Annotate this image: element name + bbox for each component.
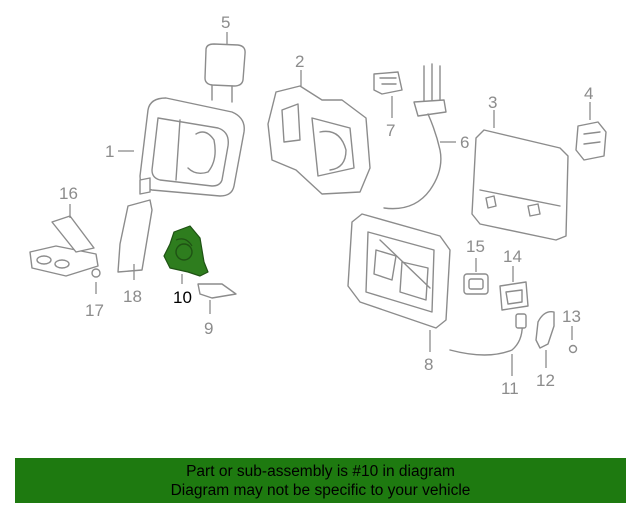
part-7-bracket[interactable] [373,71,403,95]
parts-diagram: 5 2 7 6 3 4 1 16 17 18 10 9 8 15 14 11 1… [29,13,607,398]
part-14-bezel[interactable] [499,281,529,311]
part-5-headrest[interactable] [204,43,246,103]
part-17-clip[interactable] [91,268,101,278]
info-banner: Part or sub-assembly is #10 in diagram D… [15,458,626,503]
callout-5: 5 [221,13,230,32]
callout-15: 15 [466,237,485,256]
callout-2: 2 [295,52,304,71]
banner-line-disclaimer: Diagram may not be specific to your vehi… [170,482,471,499]
part-2-back-frame[interactable] [267,85,371,195]
callout-3: 3 [488,93,497,112]
callout-4: 4 [584,84,593,103]
part-15-switch[interactable] [463,273,489,295]
part-1-seat-back[interactable] [139,97,245,197]
part-6-latch-cable[interactable] [383,63,447,210]
part-10-highlighted[interactable] [163,225,209,277]
callout-12: 12 [536,371,555,390]
callout-18: 18 [123,287,142,306]
part-13-clip[interactable] [568,344,578,354]
callout-6: 6 [460,133,469,152]
callout-17: 17 [85,301,104,320]
part-16-armrest[interactable] [29,215,99,277]
callout-10: 10 [173,288,192,307]
callout-8: 8 [424,355,433,374]
part-18-trim-panel[interactable] [117,199,153,273]
part-4-hinge[interactable] [575,121,607,161]
callout-7: 7 [386,121,395,140]
banner-line-part: Part or sub-assembly is #10 in diagram [186,463,455,480]
callout-16: 16 [59,184,78,203]
callout-14: 14 [503,247,522,266]
callout-1: 1 [105,142,114,161]
callout-13: 13 [562,307,581,326]
callout-labels: 5 2 7 6 3 4 1 16 17 18 10 9 8 15 14 11 1… [59,13,593,398]
part-9-bracket[interactable] [197,283,237,299]
part-12-handle[interactable] [535,311,555,349]
part-11-cable[interactable] [449,313,527,356]
leader-lines [69,32,591,376]
callout-9: 9 [204,319,213,338]
callout-11: 11 [501,379,519,398]
part-8-seat-frame[interactable] [347,213,451,329]
part-3-back-panel[interactable] [471,129,569,241]
